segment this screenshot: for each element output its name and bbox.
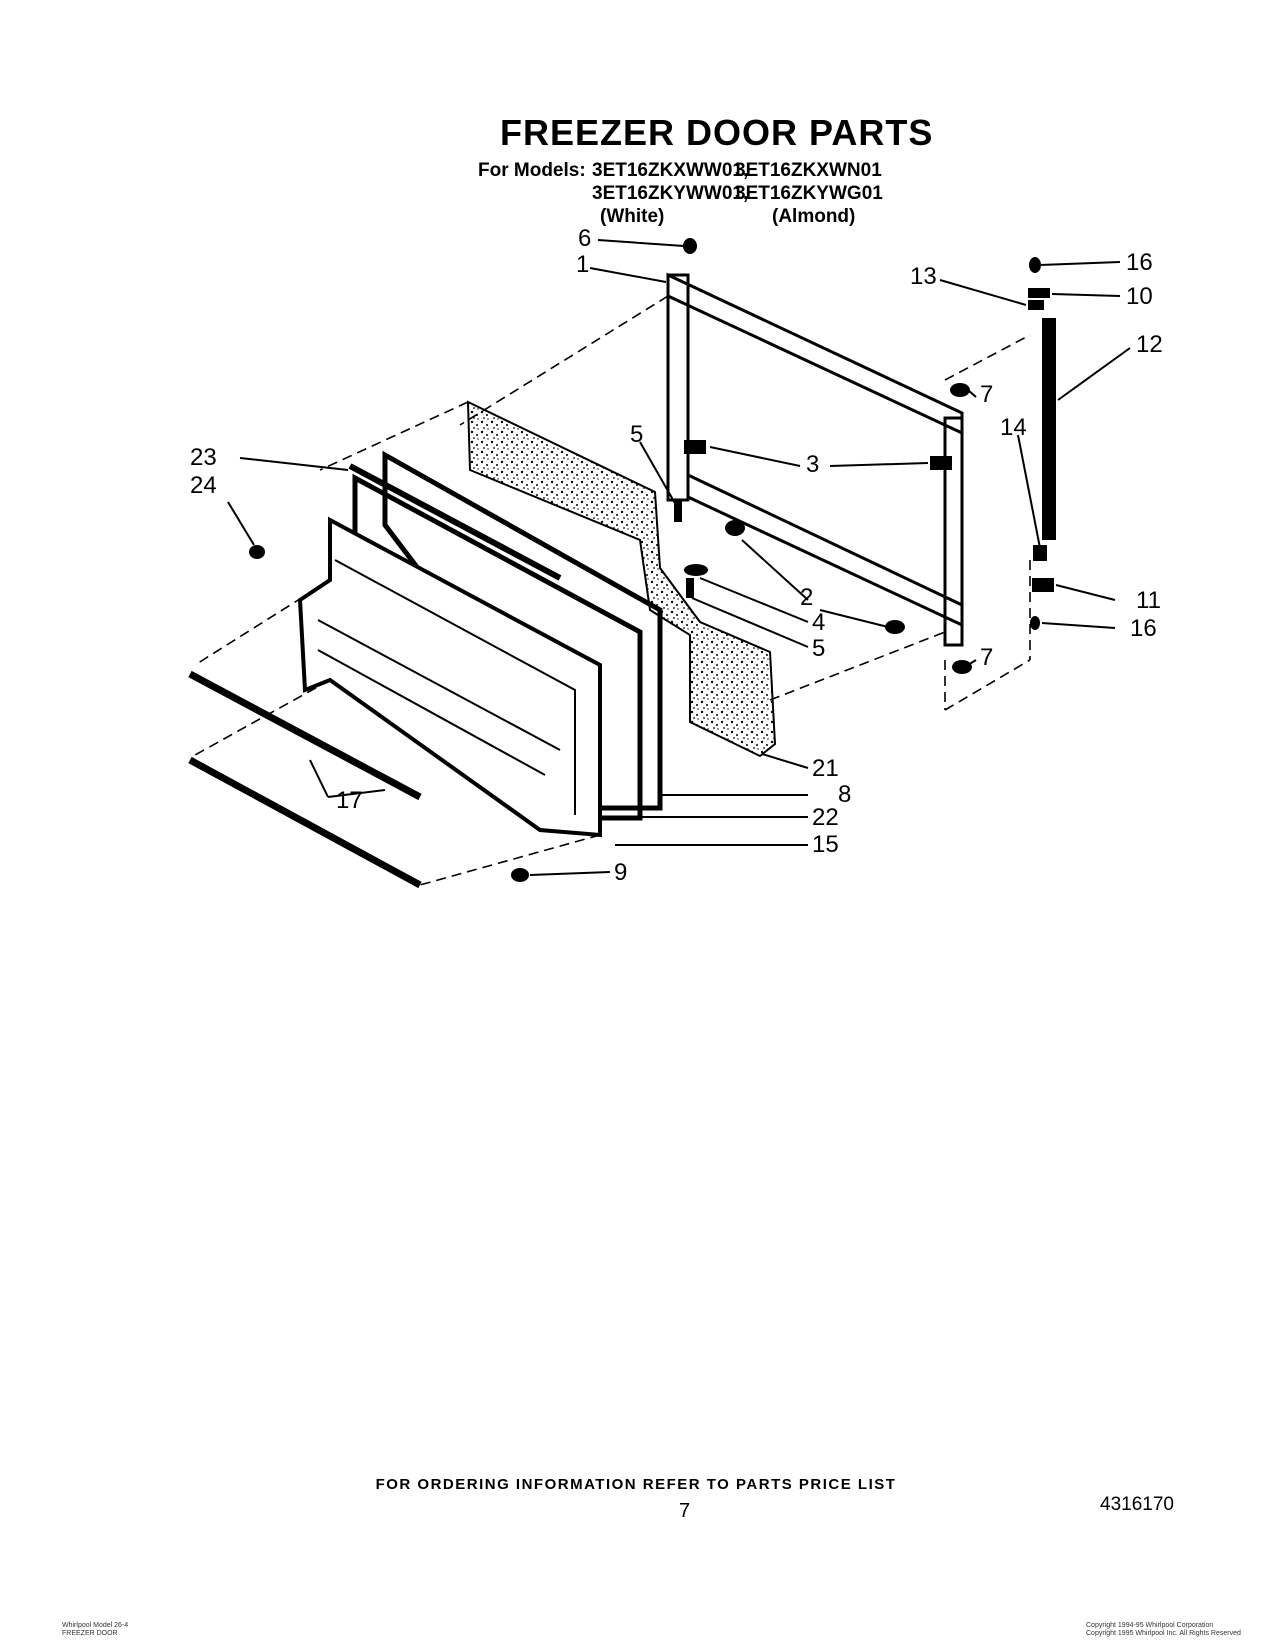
inner-panel [466, 400, 777, 758]
callout-label: 16 [1126, 249, 1153, 276]
hinge-bracket [684, 440, 952, 470]
callout-label: 14 [1000, 414, 1027, 441]
page-title: FREEZER DOOR PARTS [500, 112, 934, 153]
callout-label: 11 [1136, 587, 1161, 614]
callout-label: 22 [812, 804, 839, 831]
callouts: 1 2 3 4 5 5 6 7 7 8 9 10 11 12 13 14 15 … [190, 225, 1163, 886]
model-number: 3ET16ZKYWG01 [735, 183, 883, 204]
callout-label: 21 [812, 755, 839, 782]
copyright-notice: Copyright 1995 Whirlpool Inc. All Rights… [1086, 1630, 1241, 1637]
callout-label: 16 [1130, 615, 1157, 642]
model-number: 3ET16ZKYWW01, [592, 183, 749, 204]
callout-label: 5 [812, 635, 825, 662]
exploded-parts-diagram: 1 2 3 4 5 5 6 7 7 8 9 10 11 12 13 14 15 … [188, 225, 1163, 889]
callout-label: 4 [812, 609, 825, 636]
color-white-label: (White) [600, 206, 665, 227]
callout-label: 12 [1136, 331, 1163, 358]
leader-lines [227, 239, 1131, 876]
callout-label: 9 [614, 859, 627, 886]
callout-label: 7 [980, 381, 993, 408]
callout-label: 23 [190, 444, 217, 471]
callout-label: 7 [980, 644, 993, 671]
callout-label: 6 [578, 225, 591, 252]
callout-label: 17 [336, 787, 363, 814]
hinge-rod [1042, 318, 1056, 540]
callout-label: 2 [800, 584, 813, 611]
callout-label: 1 [576, 251, 589, 278]
callout-label: 8 [838, 781, 851, 808]
callout-label: 24 [190, 472, 217, 499]
callout-label: 5 [630, 421, 643, 448]
page-number: 7 [679, 1500, 691, 1522]
fine-print: FREEZER DOOR [62, 1630, 118, 1637]
door-shelf [188, 670, 422, 889]
screw [249, 238, 1054, 882]
alignment-lines [194, 295, 1031, 886]
callout-label: 13 [910, 263, 937, 290]
fine-print: Whirlpool Model 26-4 [62, 1622, 129, 1629]
callout-label: 3 [806, 451, 819, 478]
model-number: 3ET16ZKXWN01 [735, 160, 882, 181]
handle-trim [348, 463, 562, 581]
ordering-note: FOR ORDERING INFORMATION REFER TO PARTS … [375, 1476, 897, 1493]
callout-label: 10 [1126, 283, 1153, 310]
color-almond-label: (Almond) [772, 206, 856, 227]
copyright-notice: Copyright 1994-95 Whirlpool Corporation [1086, 1622, 1214, 1629]
document-number: 4316170 [1100, 1494, 1174, 1515]
model-number: 3ET16ZKXWW01, [592, 160, 749, 181]
door-frame [666, 272, 964, 647]
models-label: For Models: [478, 160, 586, 181]
callout-label: 15 [812, 831, 839, 858]
